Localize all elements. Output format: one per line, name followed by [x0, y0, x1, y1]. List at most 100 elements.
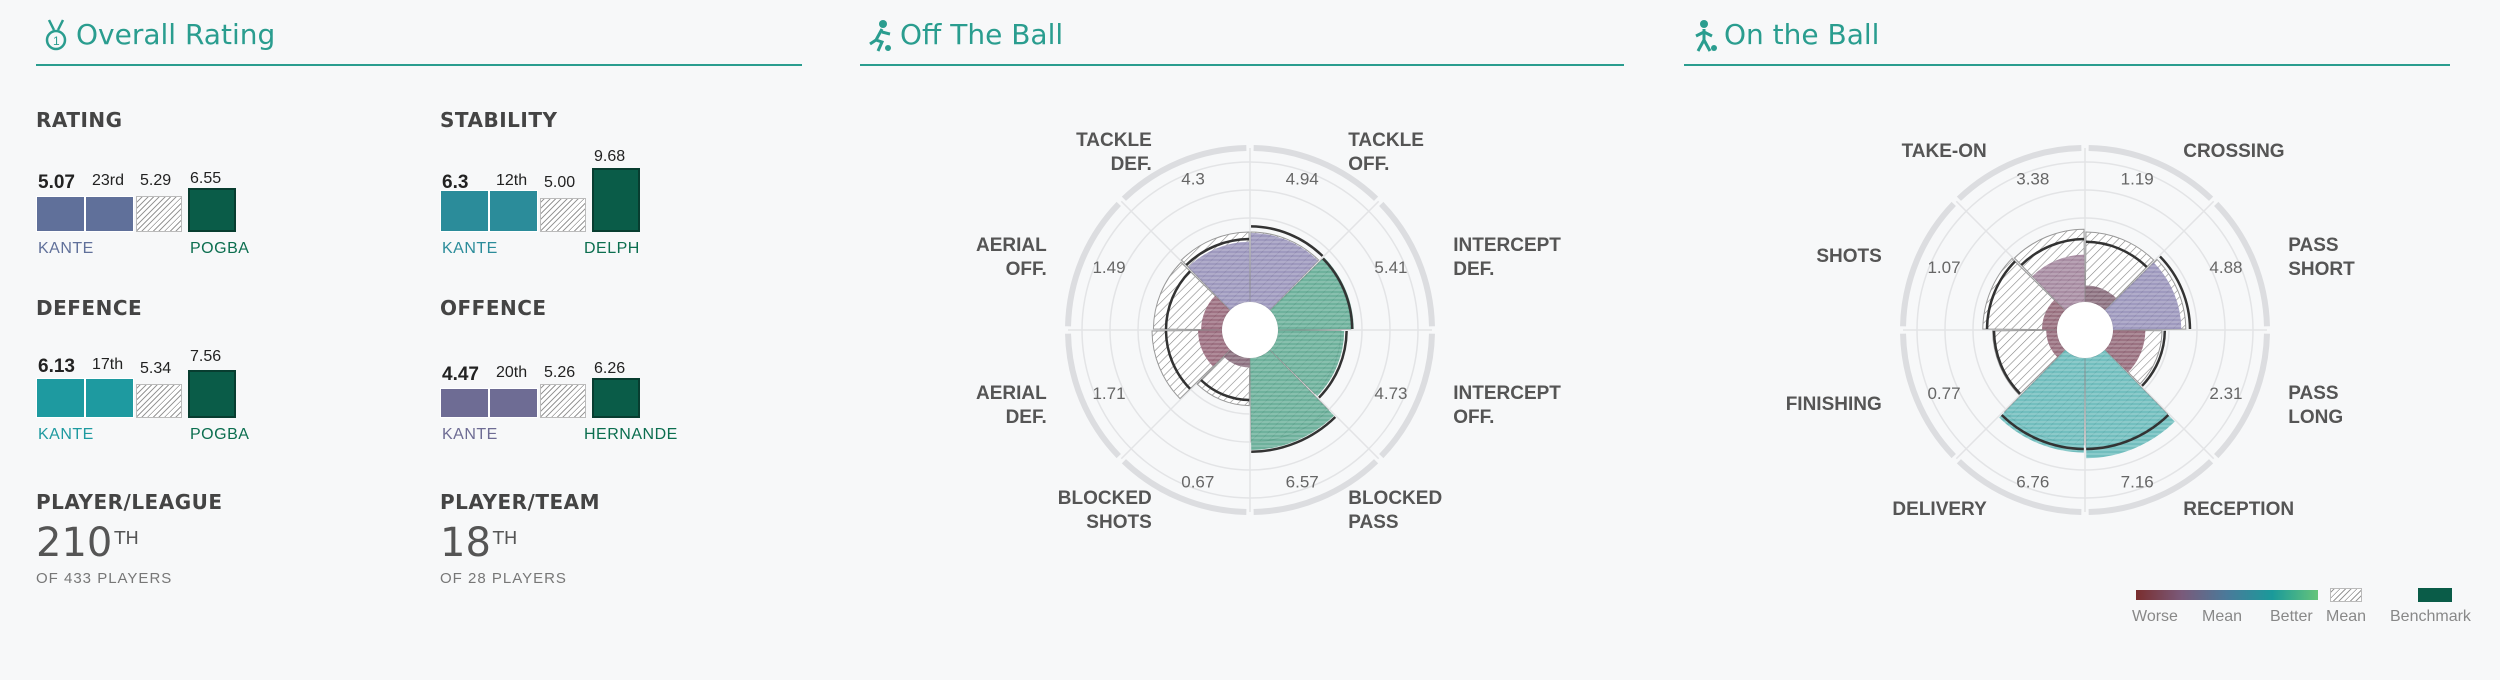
on-ball-benchmark-arc-3 [2086, 414, 2170, 451]
stability-player-bar-divider [488, 190, 490, 232]
on-ball-category-label-0: CROSSING [2183, 141, 2284, 162]
stability-benchmark-name: DELPH [584, 240, 640, 257]
polar-outer-ring-segment [1065, 333, 1121, 459]
player-dribbling-icon [1695, 20, 1717, 52]
on-ball-value-label-5: 0.77 [1927, 384, 1960, 403]
defence-label: DEFENCE [36, 296, 143, 320]
polar-outer-ring-segment [1065, 201, 1121, 327]
on-ball-benchmark-arc-1 [2159, 255, 2192, 329]
on-ball-benchmark-arc-6 [1985, 260, 2016, 330]
off-ball-value-wedge-texture-5 [1198, 330, 1231, 367]
off-ball-value-label-2: 4.73 [1374, 384, 1407, 403]
rating-mean-value: 5.29 [140, 172, 172, 189]
polar-outer-ring-segment [1379, 333, 1435, 459]
polar-spoke [2104, 200, 2215, 311]
polar-spoke [1955, 200, 2066, 311]
stability-player-name: KANTE [442, 240, 498, 257]
defence-player-bar-divider [84, 378, 86, 418]
off-ball-value-wedge-texture-1 [1269, 257, 1354, 330]
off-ball-value-label-4: 0.67 [1181, 473, 1214, 492]
team-rank-suffix: TH [492, 528, 518, 549]
offence-metric: OFFENCE 4.47 20th 5.26 6.26 KANTE HERNAN… [440, 296, 820, 446]
defence-benchmark-bar [188, 370, 236, 418]
on-ball-value-wedge-texture-0 [2085, 285, 2117, 311]
team-rank-label: PLAYER/TEAM [440, 490, 601, 514]
offence-benchmark-value: 6.26 [594, 360, 626, 377]
team-rank-sub: OF 28 PLAYERS [440, 570, 567, 587]
off-the-ball-title: Off The Ball [900, 18, 1064, 51]
on-ball-benchmark-arc-0 [2085, 240, 2148, 268]
on-ball-benchmark-arc-5 [1992, 330, 2021, 395]
on-ball-value-label-6: 1.07 [1927, 258, 1960, 277]
rating-player-name: KANTE [38, 240, 94, 257]
rating-benchmark-value: 6.55 [190, 170, 222, 187]
league-rank-suffix: TH [114, 528, 139, 549]
on-ball-value-label-7: 3.38 [2016, 169, 2049, 188]
legend-gradient-bar [2136, 590, 2318, 600]
league-rank-label: PLAYER/LEAGUE [36, 490, 223, 514]
polar-spoke [1955, 349, 2066, 460]
on-ball-value-label-2: 2.31 [2209, 384, 2242, 403]
off-ball-value-label-1: 5.41 [1374, 258, 1407, 277]
off-ball-value-label-6: 1.49 [1092, 258, 1125, 277]
polar-outer-ring-segment [1956, 459, 2082, 515]
on-ball-benchmark-arc-7 [2020, 237, 2085, 266]
polar-outer-ring-segment [1253, 459, 1379, 515]
polar-outer-ring-segment [2214, 333, 2270, 459]
rating-player-bar-divider [84, 196, 86, 232]
rating-value: 5.07 [38, 172, 75, 193]
rating-label: RATING [36, 108, 123, 132]
polar-outer-ring-segment [1253, 145, 1379, 201]
legend-benchmark-label: Benchmark [2390, 608, 2471, 625]
legend-mean-swatch [2330, 588, 2362, 602]
on-ball-value-wedge-texture-2 [2104, 330, 2146, 373]
polar-outer-ring-segment [2088, 145, 2214, 201]
stability-mean-bar [540, 198, 586, 232]
off-ball-value-wedge-texture-0 [1250, 232, 1319, 311]
legend-mean-label: Mean [2326, 608, 2367, 625]
medal-icon: 1 [45, 19, 67, 51]
stability-benchmark-value: 9.68 [594, 148, 626, 165]
off-ball-value-wedge-texture-6 [1201, 295, 1231, 330]
off-ball-benchmark-arc-6 [1164, 270, 1191, 330]
stability-label: STABILITY [440, 108, 558, 132]
player-running-icon [869, 20, 891, 52]
legend-better-label: Better [2270, 608, 2313, 625]
rating-mean-bar [136, 196, 182, 232]
defence-mean-bar [136, 384, 182, 418]
overall-rating-header: 1 Overall Rating [36, 14, 802, 66]
off-ball-value-label-0: 4.94 [1286, 169, 1319, 188]
on-ball-value-wedge-texture-4 [1999, 349, 2085, 453]
polar-spoke [1269, 349, 1380, 460]
off-ball-benchmark-arc-0 [1251, 225, 1324, 257]
off-ball-benchmark-arc-2 [1318, 330, 1348, 399]
on-ball-center [2057, 302, 2113, 358]
polar-outer-ring-segment [1900, 201, 1956, 327]
off-ball-value-wedge-texture-3 [1250, 349, 1334, 450]
on-ball-category-label-7: TAKE-ON [1902, 141, 1987, 162]
team-rank-number: 18 [440, 520, 491, 566]
league-rank-sub: OF 433 PLAYERS [36, 570, 173, 587]
polar-spoke [1120, 200, 1231, 311]
legend-worse-label: Worse [2132, 608, 2178, 625]
legend: Worse Mean Better Mean Benchmark [2130, 584, 2490, 625]
svg-text:1: 1 [53, 34, 60, 48]
stability-benchmark-bar [592, 168, 640, 232]
on-ball-value-label-0: 1.19 [2121, 169, 2154, 188]
stability-mean-value: 5.00 [544, 174, 576, 191]
offence-benchmark-bar [592, 378, 640, 418]
off-ball-benchmark-arc-1 [1322, 257, 1354, 329]
polar-outer-ring-segment [1121, 459, 1247, 515]
off-ball-center [1222, 302, 1278, 358]
